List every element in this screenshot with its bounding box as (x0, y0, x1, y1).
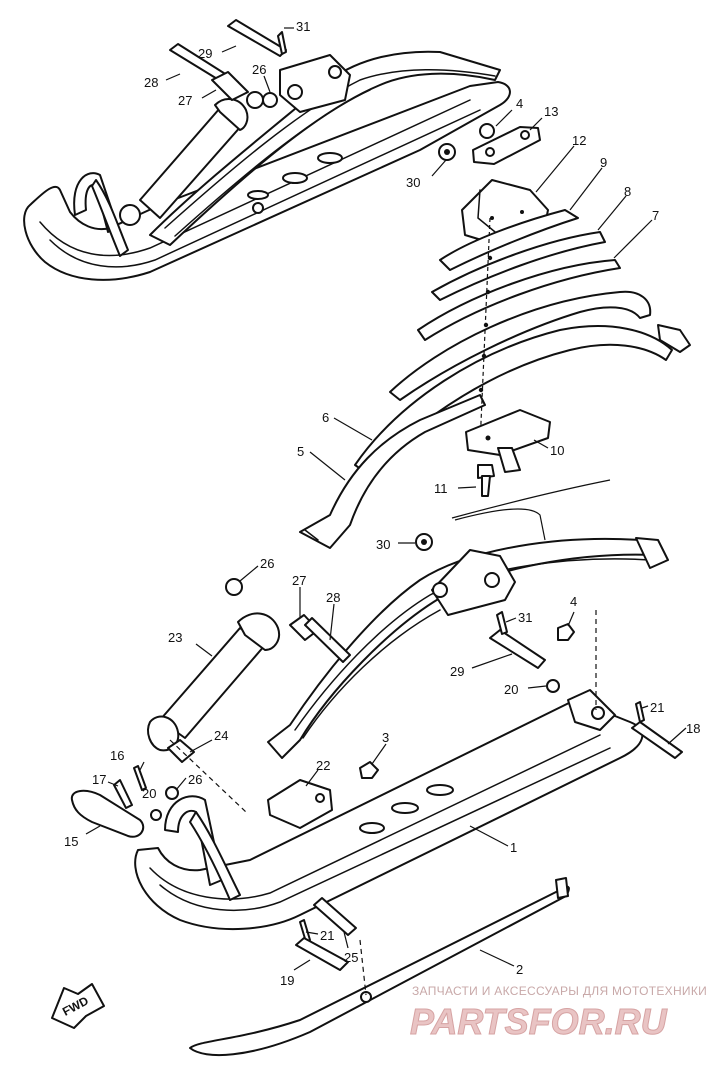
nut-26-upper (225, 578, 243, 596)
bolt-25 (313, 897, 357, 936)
leaf-spring-stack (299, 179, 691, 549)
callout-29-bottom: 29 (450, 664, 464, 679)
callout-25: 25 (344, 950, 358, 965)
callout-12: 12 (572, 133, 586, 148)
callout-20-right: 20 (504, 682, 518, 697)
callout-19: 19 (280, 973, 294, 988)
bolt-11 (477, 464, 495, 479)
callout-28-top: 28 (144, 75, 158, 90)
top-ski-body (23, 81, 511, 281)
pin-21-right (635, 701, 645, 723)
collar-24 (167, 739, 195, 763)
callout-10: 10 (550, 443, 564, 458)
watermark-tagline: ЗАПЧАСТИ И АКСЕССУАРЫ ДЛЯ МОТОТЕХНИКИ (412, 984, 707, 998)
callout-1: 1 (510, 840, 517, 855)
callout-29-top: 29 (198, 46, 212, 61)
callout-21-bottom: 21 (320, 928, 334, 943)
callout-7: 7 (652, 208, 659, 223)
spring-leaf-6 (354, 325, 673, 473)
bolt-29 (489, 629, 546, 669)
callout-13: 13 (544, 104, 558, 119)
pin-16 (133, 765, 147, 791)
top-pin-31 (277, 31, 287, 55)
callout-9: 9 (600, 155, 607, 170)
callout-21-right: 21 (650, 700, 664, 715)
callout-11: 11 (434, 481, 448, 496)
spring-bracket-10 (465, 409, 551, 456)
top-collar-27 (211, 71, 249, 101)
callout-27-bottom: 27 (292, 573, 306, 588)
bolt-28 (304, 617, 351, 663)
ski-assembly-exploded (51, 533, 683, 1056)
callout-2: 2 (516, 962, 523, 977)
pin-31 (496, 611, 508, 635)
callout-23: 23 (168, 630, 182, 645)
ski-rear-bracket (567, 689, 616, 731)
top-bolt-29 (227, 19, 287, 57)
fwd-arrow-icon (51, 983, 105, 1029)
callout-22: 22 (316, 758, 330, 773)
nut-26-front (165, 786, 179, 800)
callout-26-front: 26 (188, 772, 202, 787)
callout-15: 15 (64, 834, 78, 849)
callout-4: 4 (570, 594, 577, 609)
nut-3 (359, 761, 379, 779)
washer-20 (546, 679, 560, 693)
callout-6: 6 (322, 410, 329, 425)
callout-20-front: 20 (142, 786, 156, 801)
callout-24: 24 (214, 728, 228, 743)
ski-body (134, 699, 644, 931)
callout-16: 16 (110, 748, 124, 763)
spring-leaf-5 (299, 394, 486, 549)
lower-spring-clamp (431, 549, 516, 616)
callout-26-upper: 26 (260, 556, 274, 571)
wear-bar-2 (189, 885, 570, 1056)
callout-27-top: 27 (178, 93, 192, 108)
callout-30-top: 30 (406, 175, 420, 190)
axle-19 (295, 937, 349, 971)
top-nut-26 (262, 92, 278, 108)
bolt-18 (631, 721, 683, 759)
ski-bumper-15 (70, 789, 145, 838)
callout-3: 3 (382, 730, 389, 745)
spring-leaf-9 (439, 209, 579, 271)
leader-lines (85, 27, 687, 971)
assembled-ski-top (23, 19, 541, 281)
nut-4 (557, 623, 575, 641)
callout-labels: 31 29 28 27 26 30 4 13 12 9 8 7 6 5 10 1… (64, 19, 700, 988)
callout-17: 17 (92, 772, 106, 787)
watermark-logo: PARTSFOR.RU (410, 1001, 668, 1042)
spring-pin-17 (113, 779, 133, 809)
callout-14: 4 (516, 96, 523, 111)
callout-28-bottom: 28 (326, 590, 340, 605)
callout-30-bottom: 30 (376, 537, 390, 552)
spring-leaf-7 (417, 259, 621, 341)
callout-5: 5 (297, 444, 304, 459)
washer-20-front (150, 809, 162, 821)
spring-leaf-8 (431, 231, 606, 301)
callout-8: 8 (624, 184, 631, 199)
ski-handle (164, 795, 223, 886)
top-nut-14 (479, 123, 495, 139)
spring-leaf-curl (389, 290, 652, 401)
front-bracket-22 (267, 779, 333, 829)
callout-31-bottom: 31 (518, 610, 532, 625)
callout-31-top: 31 (296, 19, 310, 34)
watermark: ЗАПЧАСТИ И АКСЕССУАРЫ ДЛЯ МОТОТЕХНИКИ PA… (410, 984, 707, 1043)
callout-26-top: 26 (252, 62, 266, 77)
callout-18: 18 (686, 721, 700, 736)
pin-21-bottom (299, 919, 311, 943)
